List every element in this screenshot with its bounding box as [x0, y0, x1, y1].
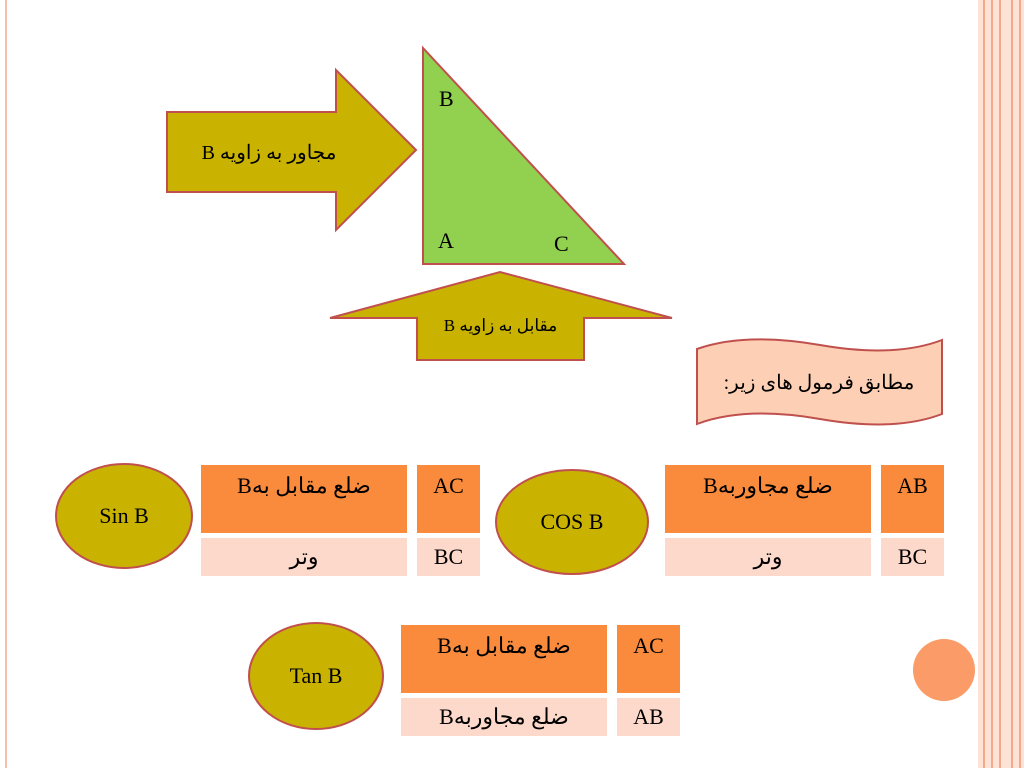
- cos-numerator-side: AB: [881, 465, 944, 533]
- scroll-banner: [696, 338, 943, 426]
- decorative-dot: [913, 639, 975, 701]
- left-border-line: [5, 0, 7, 768]
- cos-denominator-side: BC: [881, 538, 944, 576]
- tan-label: Tan B: [289, 663, 343, 688]
- sin-label: Sin B: [99, 503, 149, 528]
- sin-numerator-text: ضلع مقابل بهB: [201, 465, 407, 533]
- cos-numerator-text: ضلع مجاوربهB: [665, 465, 871, 533]
- sin-denominator-text: وتر: [201, 538, 407, 576]
- cos-denominator-text: وتر: [665, 538, 871, 576]
- opposite-arrow: [329, 270, 673, 361]
- page-border-stripes: [978, 0, 1024, 768]
- sin-numerator-side: AC: [417, 465, 480, 533]
- sin-denominator-side: BC: [417, 538, 480, 576]
- vertex-a-label: A: [438, 228, 454, 253]
- right-triangle: [422, 45, 627, 265]
- adjacent-arrow-label: مجاور به زاویه B: [201, 142, 337, 164]
- scroll-banner-label: مطابق فرمول های زیر:: [723, 372, 915, 394]
- tan-denominator-text: ضلع مجاوربهB: [401, 698, 607, 736]
- tan-numerator-text: ضلع مقابل بهB: [401, 625, 607, 693]
- tan-denominator-side: AB: [617, 698, 680, 736]
- tan-numerator-side: AC: [617, 625, 680, 693]
- opposite-arrow-label: مقابل به زاویه B: [443, 316, 558, 335]
- cos-ellipse: [495, 469, 649, 575]
- adjacent-arrow: [166, 67, 418, 233]
- tan-ellipse: [248, 622, 384, 730]
- vertex-b-label: B: [439, 86, 454, 111]
- cos-label: COS B: [540, 509, 604, 534]
- vertex-c-label: C: [554, 231, 569, 256]
- sin-ellipse: [55, 463, 193, 569]
